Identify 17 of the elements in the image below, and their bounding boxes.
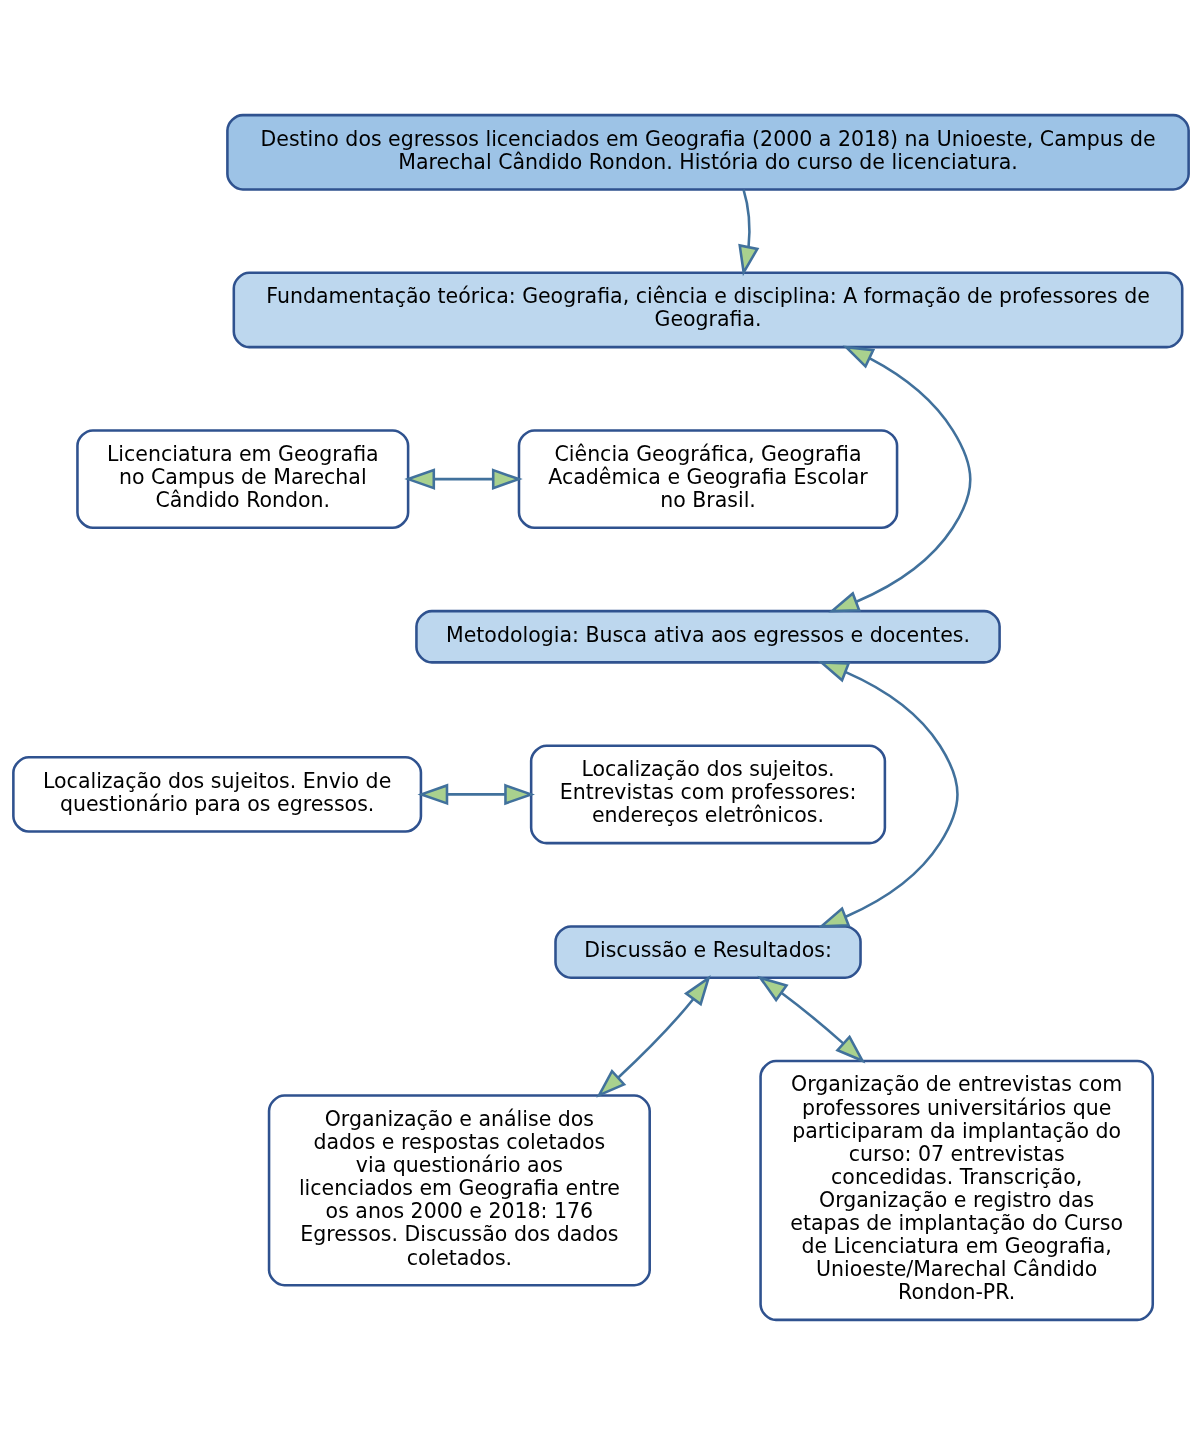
node-box: Discussão e Resultados: [554,924,862,979]
arrow [817,660,959,928]
arrow [828,345,972,612]
arrow [404,467,523,490]
node-box: Organização e análise dos dados e respostas coletados via questionário aos licenciados em Geografia entre os anos 2000 e 2018: 176 Egressos. Discussão dos dados coletados. [267,1093,651,1287]
node-box: Organização de entrevistas com professores universitários que participaram da implantação do curso: 07 entrevistas concedidas. Transcrição, Organização e registro das etapas de implantação do Curso de Licenciatura em Geografia, Unioeste/Marechal Cândido Rondon-PR. [759,1059,1155,1321]
node-box: Fundamentação teórica: Geografia, ciência e disciplina: A formação de professores de Geografia. [232,271,1184,348]
arrow [417,783,535,805]
arrow [596,974,711,1098]
node-box: Licenciatura em Geografia no Campus de Marechal Cândido Rondon. [76,428,410,529]
node-box: Metodologia: Busca ativa aos egressos e docentes. [415,609,1001,664]
node-box: Destino dos egressos licenciados em Geografia (2000 a 2018) na Unioeste, Campus de Marechal Cândido Rondon. História do curso de licenciatura. [226,113,1190,191]
arrow [738,188,760,276]
node-box: Localização dos sujeitos. Entrevistas com professores: endereços eletrônicos. [529,743,887,844]
node-box: Ciência Geográfica, Geografia Acadêmica e Geografia Escolar no Brasil. [517,428,899,529]
arrow [757,975,866,1063]
node-box: Localização dos sujeitos. Envio de questionário para os egressos. [12,755,423,833]
